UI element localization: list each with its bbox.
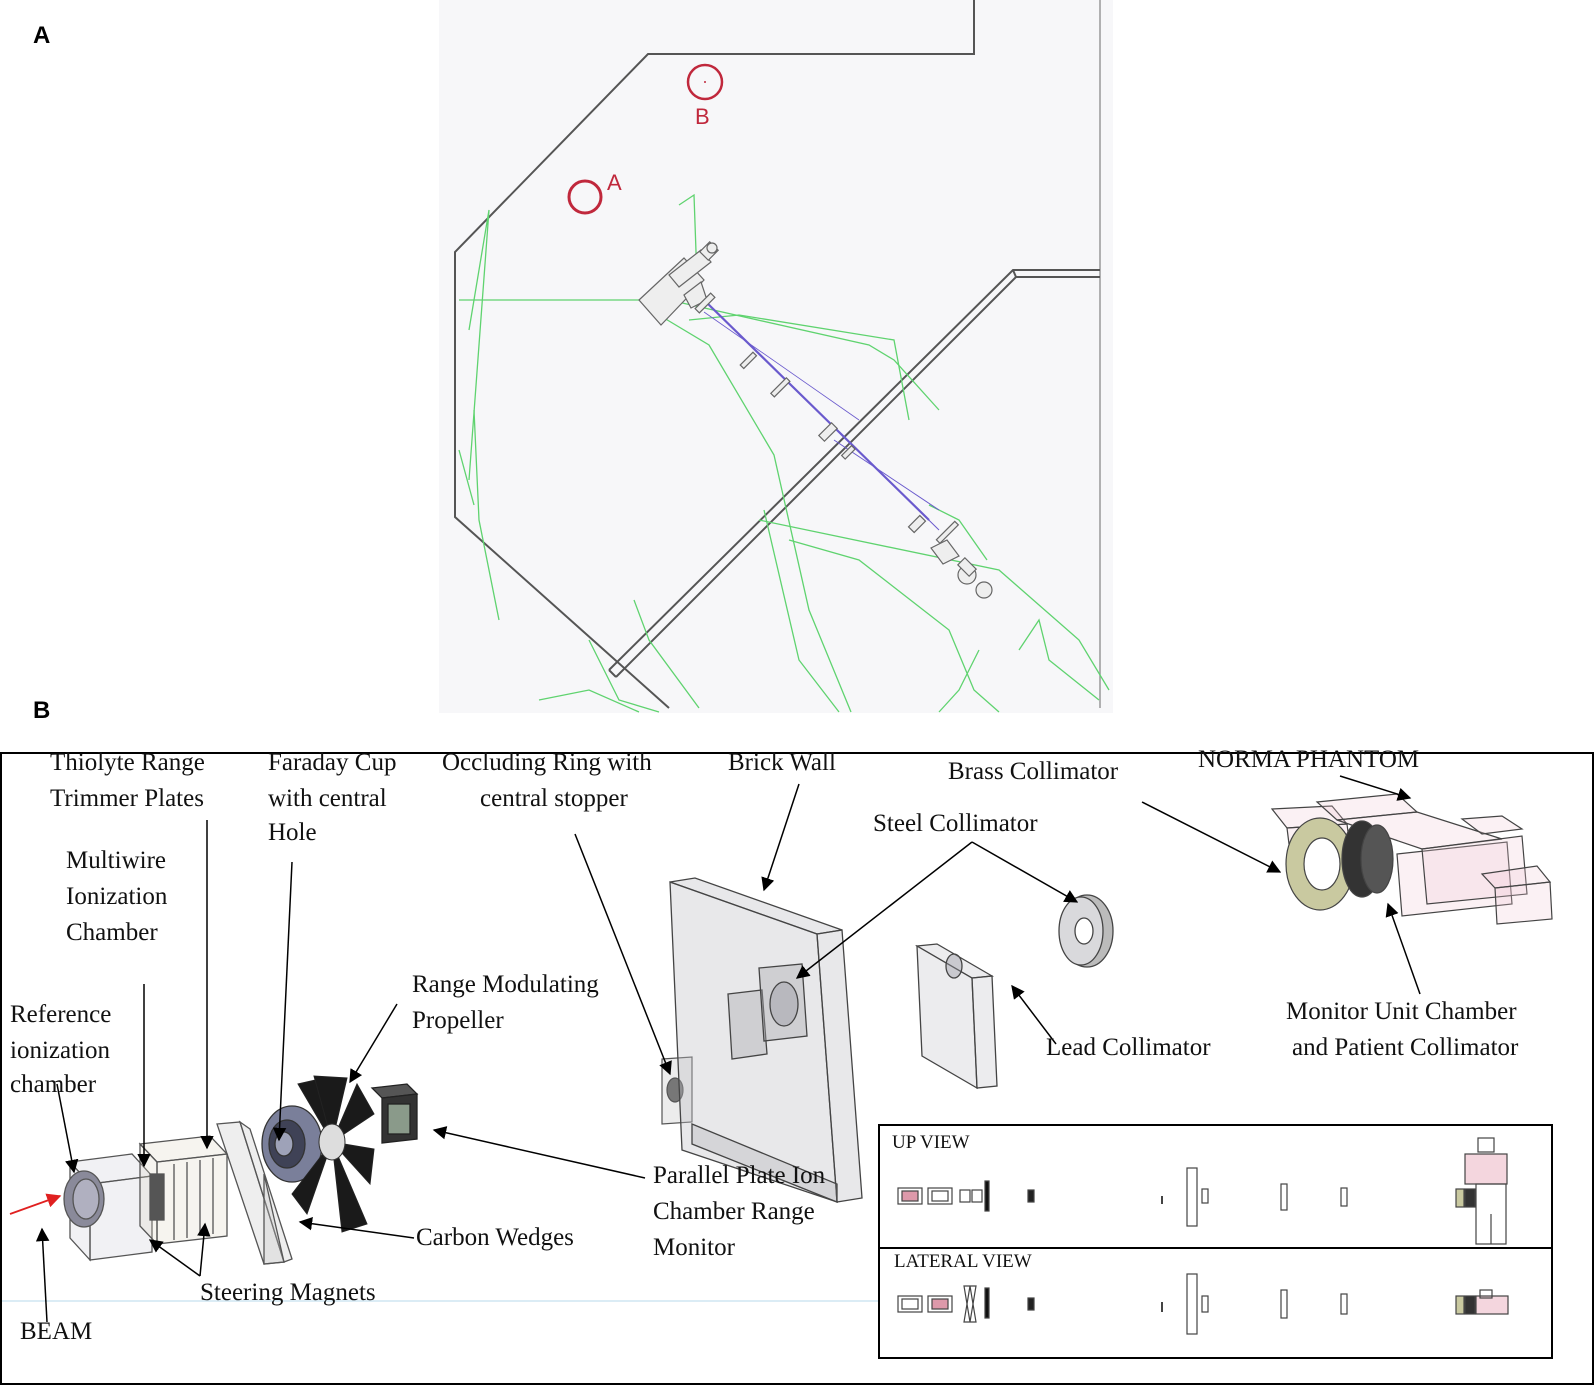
label-brick-wall: Brick Wall [728, 749, 836, 776]
up-view-label: UP VIEW [892, 1132, 970, 1153]
leader-lines [35, 775, 1421, 1323]
label-steel-collimator: Steel Collimator [873, 810, 1038, 837]
norma-phantom-drawing [1270, 793, 1553, 925]
simulation-geometry [454, 0, 1110, 713]
lateral-view-components [897, 1273, 1509, 1335]
inset-divider [880, 1247, 1551, 1249]
label-thiolyte-2: Trimmer Plates [50, 785, 204, 812]
views-inset: UP VIEW LATERAL VIEW [878, 1124, 1553, 1359]
label-reference-1: Reference [10, 1001, 112, 1028]
beam-arrow [9, 1193, 62, 1215]
beamline-drawing [2, 775, 1553, 1323]
label-thiolyte-1: Thiolyte Range [50, 749, 205, 776]
point-a-marker [567, 179, 603, 215]
label-steering-magnets: Steering Magnets [200, 1279, 376, 1306]
range-monitor-drawing [370, 1083, 419, 1144]
label-carbon-wedges: Carbon Wedges [416, 1224, 574, 1251]
beamline-diagram: Thiolyte Range Trimmer Plates Faraday Cu… [0, 746, 1594, 1385]
label-lead-collimator: Lead Collimator [1046, 1034, 1211, 1061]
point-a-label: A [607, 170, 622, 195]
shield-wall-bottom [615, 276, 1100, 678]
label-occluding-1: Occluding Ring with [442, 749, 652, 776]
particle-tracks [458, 193, 1110, 713]
label-parallel-3: Monitor [653, 1234, 735, 1261]
room-wall-outer [454, 0, 975, 709]
views-drawing [897, 1137, 1509, 1335]
label-range-mod-2: Propeller [412, 1007, 504, 1034]
lateral-view-label: LATERAL VIEW [894, 1251, 1032, 1272]
label-monitor-2: and Patient Collimator [1292, 1034, 1519, 1061]
faraday-cup-drawing [261, 1105, 323, 1183]
up-view-components [897, 1137, 1508, 1245]
label-monitor-1: Monitor Unit Chamber [1286, 998, 1517, 1025]
panel-label-a: A [33, 22, 51, 49]
brick-wall-drawing [669, 877, 863, 1203]
point-b-marker [686, 63, 724, 101]
propeller-drawing [291, 1075, 375, 1233]
point-b-label: B [695, 104, 710, 129]
beamline-components [638, 240, 993, 599]
panel-label-b: B [33, 697, 51, 724]
label-faraday-2: with central [268, 785, 387, 812]
lead-collimator-drawing [914, 943, 998, 1090]
label-faraday-1: Faraday Cup [268, 749, 397, 776]
label-reference-3: chamber [10, 1071, 97, 1098]
reference-chamber-drawing [63, 1153, 154, 1262]
label-occluding-2: central stopper [480, 785, 628, 812]
label-norma-phantom: NORMA PHANTOM [1198, 746, 1420, 773]
simulation-top-view: A B [439, 0, 1113, 713]
multiwire-chamber-drawing [138, 1135, 229, 1246]
label-range-mod-1: Range Modulating [412, 971, 599, 998]
carbon-wedges-drawing [216, 1120, 293, 1265]
label-beam: BEAM [20, 1318, 93, 1345]
label-multiwire-1: Multiwire [66, 847, 166, 874]
label-parallel-1: Parallel Plate Ion [653, 1162, 826, 1189]
label-faraday-3: Hole [268, 819, 317, 846]
label-brass-collimator: Brass Collimator [948, 758, 1119, 785]
label-multiwire-3: Chamber [66, 919, 158, 946]
label-parallel-2: Chamber Range [653, 1198, 815, 1225]
steel-collimator-drawing [1058, 894, 1114, 968]
label-multiwire-2: Ionization [66, 883, 168, 910]
label-reference-2: ionization [10, 1037, 110, 1064]
